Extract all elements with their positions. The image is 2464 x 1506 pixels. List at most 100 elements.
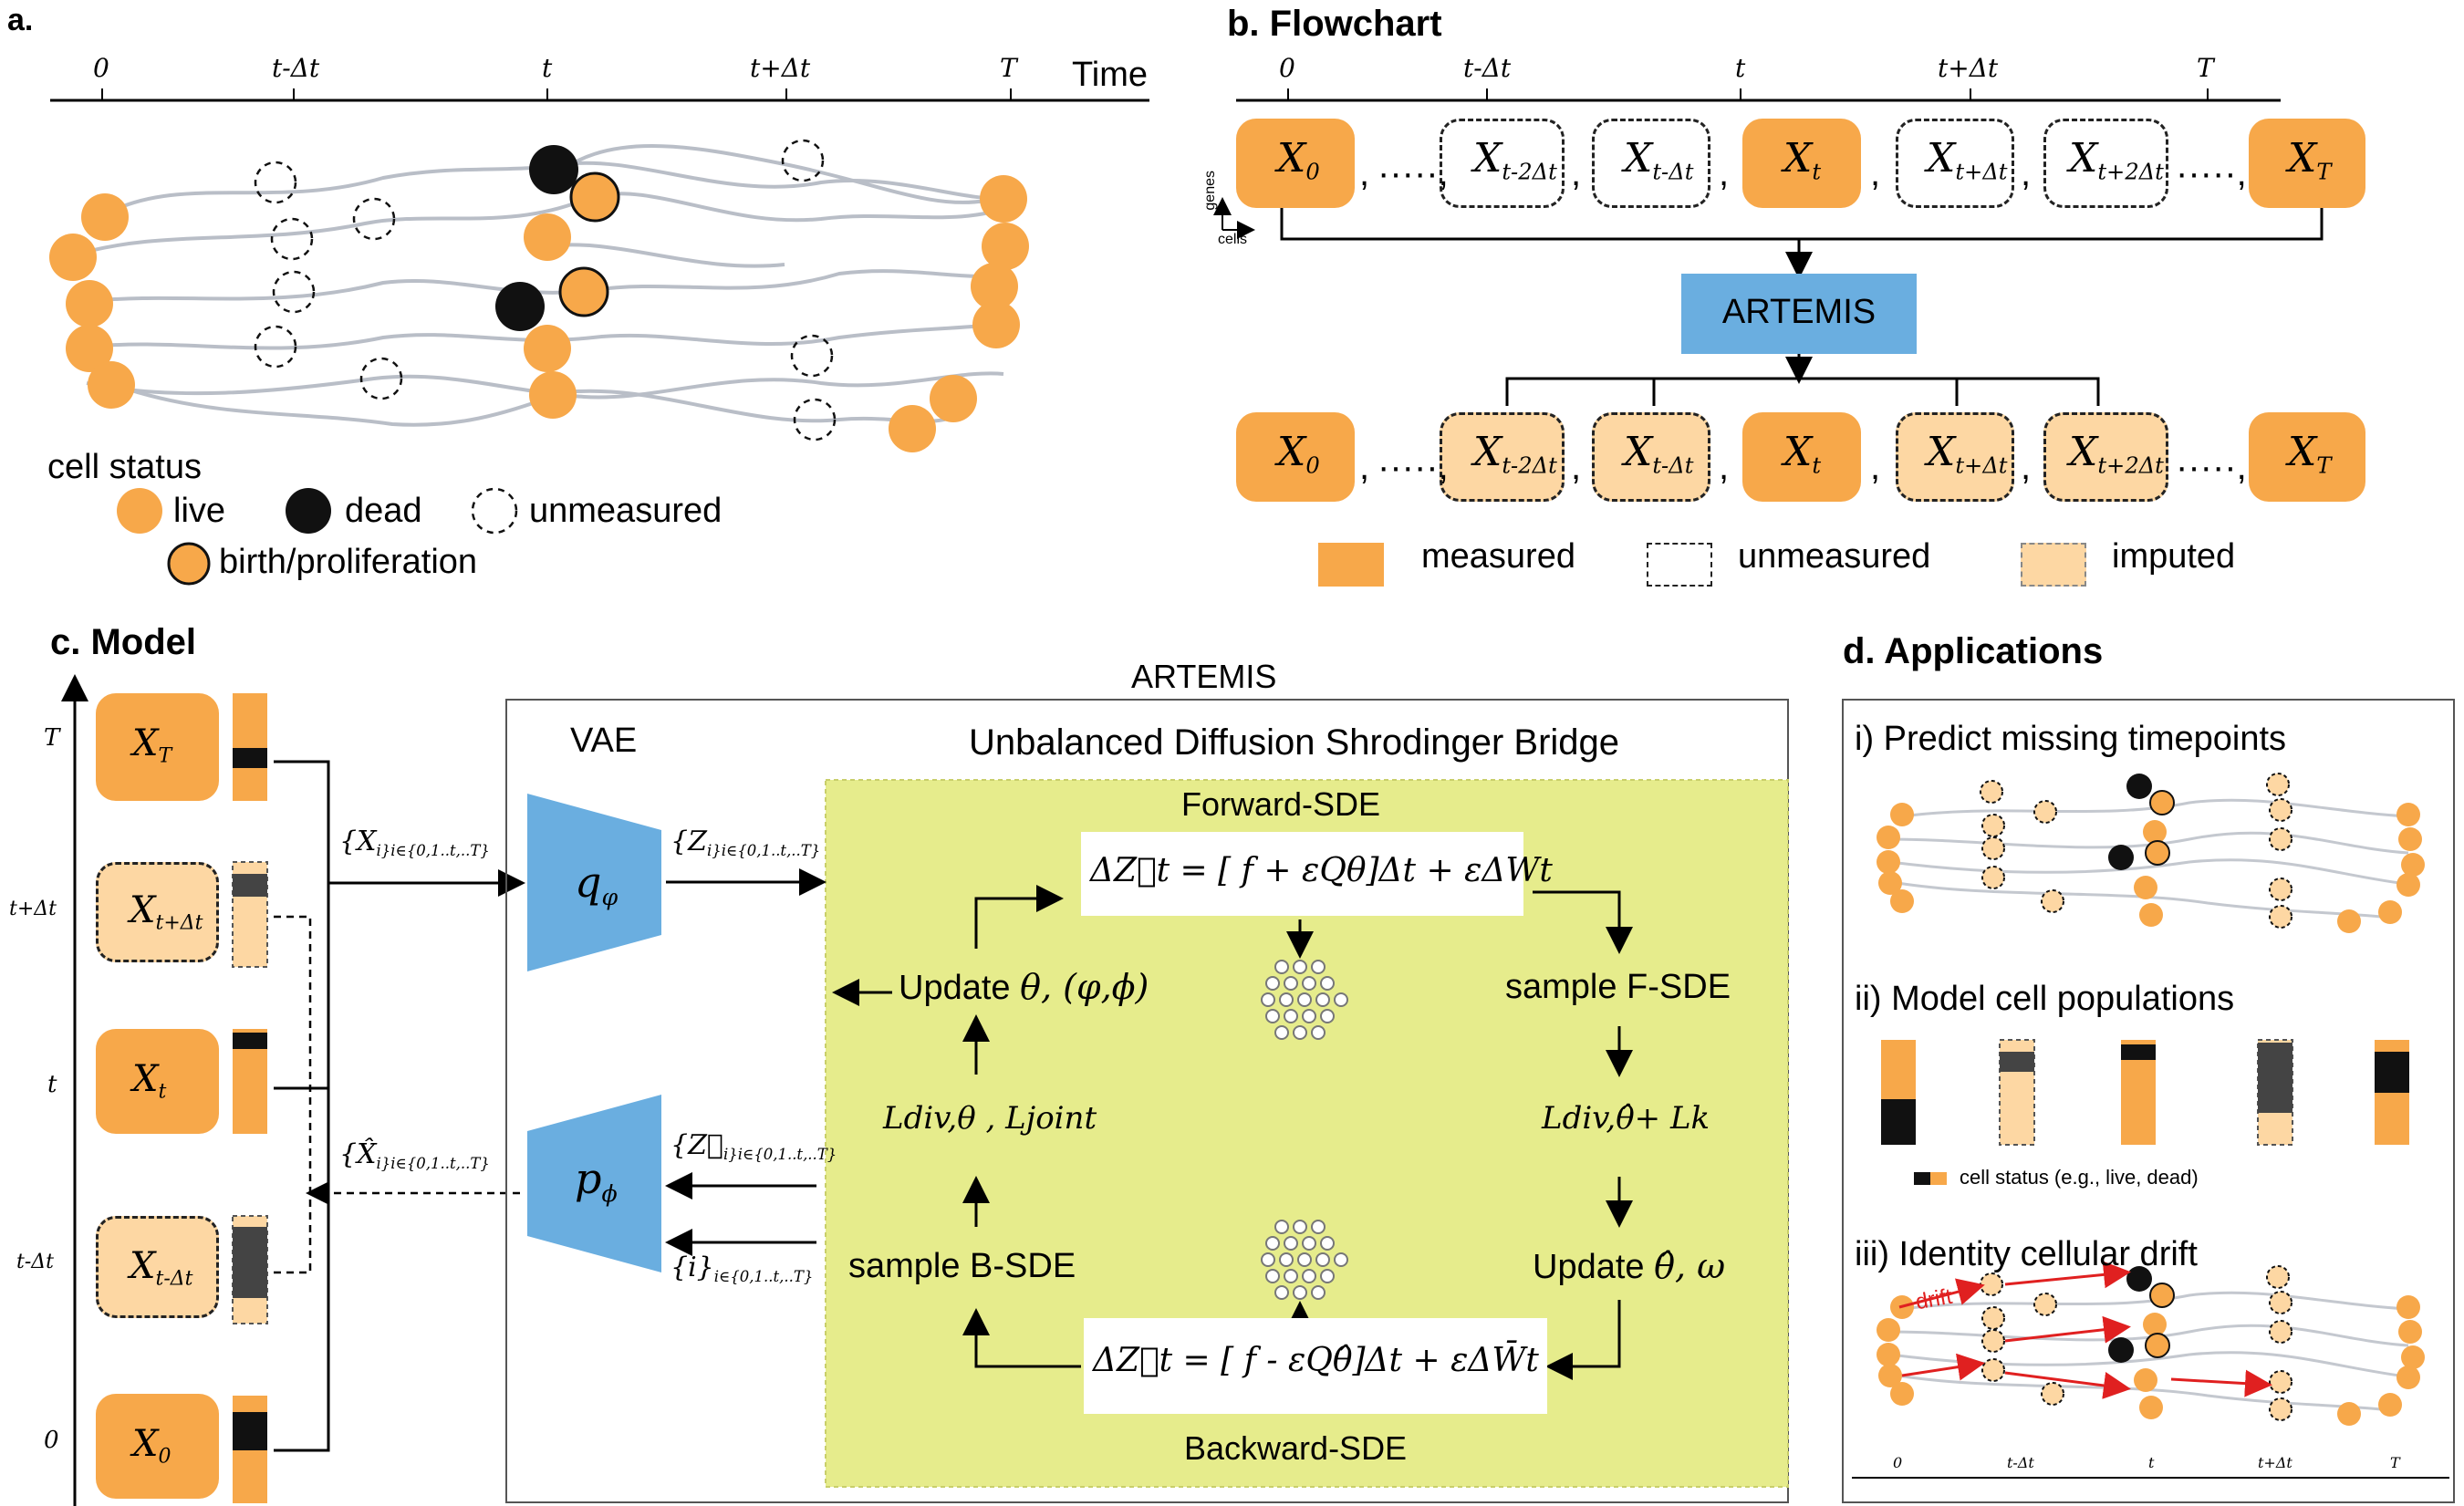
- bottom-box-xT: [2249, 412, 2365, 502]
- panel-a-tick-0: 0: [93, 53, 109, 83]
- d-tick-t: t: [2148, 1454, 2155, 1471]
- neural-net-top-icon: [1261, 960, 1348, 1040]
- bottom-sep-4: ,: [1719, 447, 1730, 487]
- bottom-sep-3: ,: [1571, 447, 1582, 487]
- legend-birth-label: birth/proliferation: [219, 543, 478, 581]
- top-xt-2dt: Xt-2Δt: [1473, 135, 1557, 185]
- input-box-Xtpdt: [96, 862, 219, 962]
- top-xt+dt: Xt+Δt: [1927, 135, 2008, 185]
- loss-left-label: Ldiv,θ , Ljoint: [883, 1100, 1097, 1137]
- panel-b-tick-0: 0: [1279, 53, 1295, 83]
- legend-dead-label: dead: [345, 492, 422, 530]
- app-1-label: i) Predict missing timepoints: [1855, 720, 2287, 758]
- input-set-label: {Xi}i∈{0,1..t,..T}: [339, 826, 490, 859]
- legend-unmeasured-box: [1647, 543, 1712, 587]
- panel-d-title: d. Applications: [1843, 631, 2104, 671]
- panel-a-tick-t: t: [542, 53, 553, 83]
- bottom-xt: Xt: [1783, 429, 1822, 479]
- c-tick-0: 0: [44, 1427, 59, 1454]
- top-sep-5: ,: [1870, 153, 1881, 193]
- d-tick-0: 0: [1893, 1454, 1903, 1471]
- artemis-frame-label: ARTEMIS: [1131, 658, 1277, 695]
- bottom-sep-5: ,: [1870, 447, 1881, 487]
- top-xt: Xt: [1783, 135, 1822, 185]
- input-box-XT: [96, 693, 219, 801]
- bottom-xt-2dt: Xt-2Δt: [1473, 429, 1557, 479]
- c-tick-tmdt: t-Δt: [16, 1251, 55, 1273]
- panel-a-birth-cells: [558, 171, 620, 317]
- panel-a-unmeasured-cells: [254, 139, 837, 441]
- panel-a-live-cells: [49, 175, 1029, 452]
- panel-b-tick-t: t: [1735, 53, 1746, 83]
- bottom-box-xt: [1742, 412, 1861, 502]
- top-xt+2dt: Xt+2Δt: [2069, 135, 2164, 185]
- input-Xt: Xt: [132, 1058, 167, 1104]
- panel-a-title: a.: [7, 3, 34, 37]
- panel-a-graphics: [49, 88, 1149, 586]
- panel-d-graphics: [1842, 699, 2455, 1503]
- bottom-sep-2: ·····,: [1378, 447, 1449, 487]
- input-X0: X0: [132, 1423, 172, 1469]
- bottom-x0: X0: [1277, 429, 1320, 479]
- d-tick-tmdt: t-Δt: [2007, 1454, 2034, 1471]
- top-x0: X0: [1277, 135, 1320, 185]
- forward-sde-label: Forward-SDE: [1181, 785, 1381, 823]
- sample-fsde-label: sample F-SDE: [1505, 968, 1731, 1006]
- d-tick-tpdt: t+Δt: [2258, 1454, 2292, 1471]
- top-box-xt-2dt: [1440, 119, 1565, 208]
- top-xt-dt: Xt-Δt: [1624, 135, 1694, 185]
- panel-a-tick-tmdt: t-Δt: [272, 53, 320, 83]
- axis-cells-label: cells: [1218, 232, 1248, 247]
- backward-eq: ΔZ⃖t = [ f - εQθ̂]Δt + εΔW̄t: [1093, 1342, 1539, 1379]
- top-box-xt+dt: [1896, 119, 2014, 208]
- legend-birth-swatch: [167, 542, 211, 586]
- input-status-bars: [232, 693, 268, 1503]
- loss-right-label: Ldiv,θ̂+ Lk: [1542, 1100, 1710, 1137]
- legend-dead-swatch: [286, 488, 331, 534]
- app-3-label: iii) Identity cellular drift: [1855, 1235, 2198, 1273]
- c-tick-tpdt: t+Δt: [9, 898, 57, 920]
- encoder-shape: [527, 794, 661, 971]
- panel-b-graphics: [1213, 88, 2324, 406]
- input-box-Xtmdt: [96, 1216, 219, 1318]
- legend-unmeasured-text: unmeasured: [1738, 537, 1931, 576]
- bottom-xt+2dt: Xt+2Δt: [2069, 429, 2164, 479]
- legend-unmeasured-label: unmeasured: [529, 492, 723, 530]
- d-tick-T: T: [2390, 1454, 2400, 1471]
- udsb-label: Unbalanced Diffusion Shrodinger Bridge: [969, 722, 1620, 763]
- panel-a-tick-T: T: [1000, 53, 1017, 83]
- input-box-X0: [96, 1394, 219, 1499]
- top-sep-6: ,: [2021, 153, 2032, 193]
- bottom-box-xt+2dt: [2043, 412, 2168, 502]
- legend-live-swatch: [117, 488, 162, 534]
- latent-set-label: {Zi}i∈{0,1..t,..T}: [671, 826, 821, 859]
- panel-a-tick-tpdt: t+Δt: [750, 53, 811, 83]
- bottom-sep-6: ,: [2021, 447, 2032, 487]
- c-tick-T: T: [44, 724, 60, 752]
- legend-imputed-swatch: [2021, 543, 2086, 587]
- update-hat-label: Update θ̂, ω: [1533, 1246, 1726, 1286]
- input-Xtpdt: Xt+Δt: [130, 889, 203, 935]
- axis-genes-label: genes: [1202, 171, 1218, 211]
- legend-unmeasured-swatch: [471, 487, 518, 535]
- bottom-sep-7: ·····,: [2176, 447, 2247, 487]
- top-box-x0: [1236, 119, 1355, 208]
- c-tick-t: t: [47, 1071, 57, 1098]
- decoder-shape: [527, 1095, 661, 1272]
- top-sep-4: ,: [1719, 153, 1730, 193]
- legend-imputed-label: imputed: [2112, 537, 2236, 576]
- index-set-label: {i}i∈{0,1..t,..T}: [671, 1252, 814, 1285]
- backward-eq-box: [1084, 1318, 1547, 1414]
- encoder-label: qφ: [575, 857, 619, 910]
- top-sep-2: ·····,: [1378, 153, 1449, 193]
- top-sep-1: ,: [1359, 153, 1370, 193]
- input-Xtmdt: Xt-Δt: [130, 1245, 193, 1291]
- panel-b-tick-tpdt: t+Δt: [1938, 53, 1999, 83]
- neural-net-bottom-icon: [1261, 1220, 1348, 1300]
- panel-c-title: c. Model: [50, 622, 197, 662]
- app-2-label: ii) Model cell populations: [1855, 980, 2235, 1018]
- panel-b-tick-T: T: [2197, 53, 2214, 83]
- top-sep-7: ·····,: [2176, 153, 2247, 193]
- app-2-legend: cell status (e.g., live, dead): [1960, 1166, 2199, 1189]
- decoder-label: pϕ: [575, 1154, 618, 1207]
